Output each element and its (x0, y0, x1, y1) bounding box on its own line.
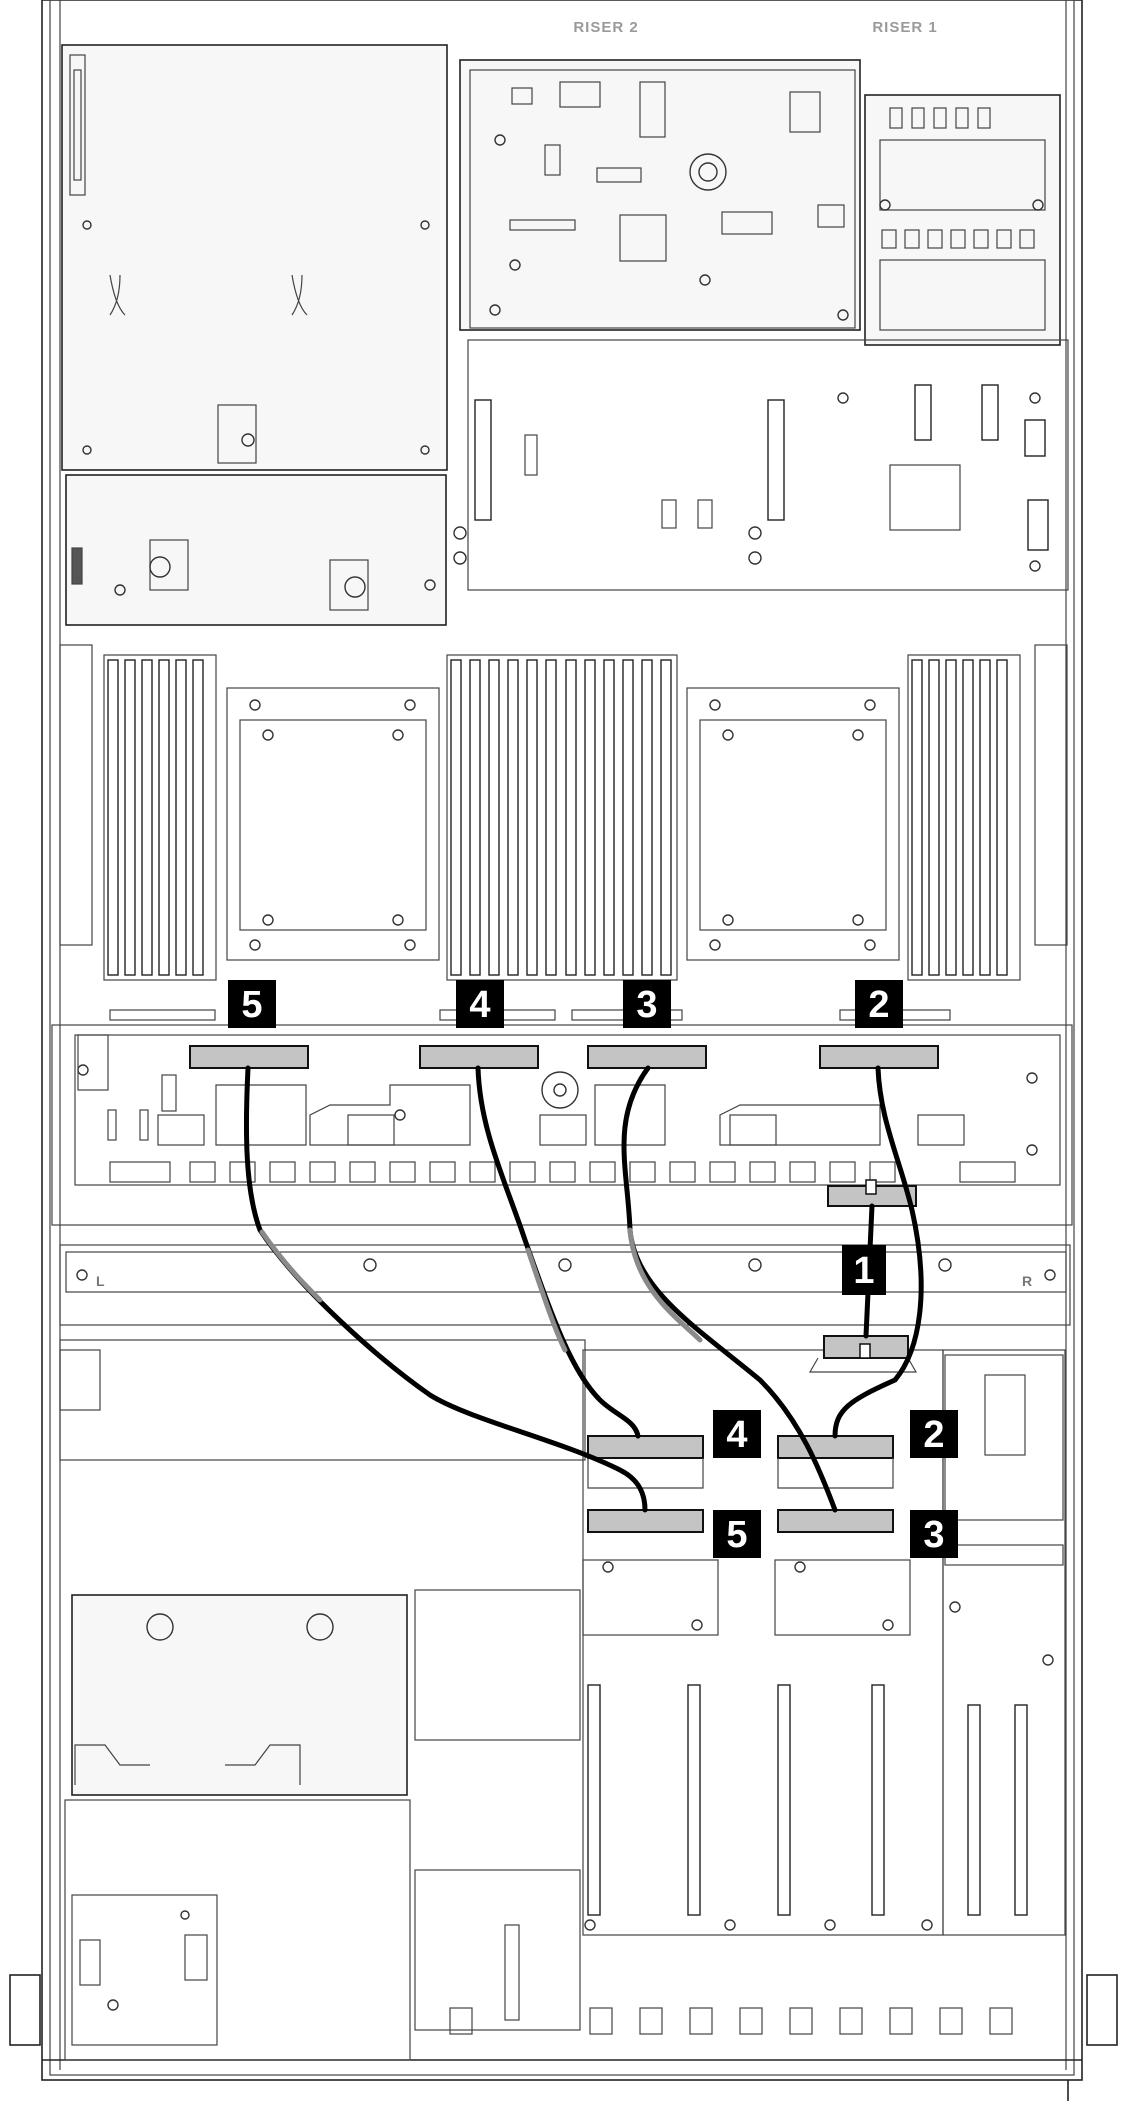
system-board-front-edge (51, 1009, 1073, 1226)
cable-2 (832, 1065, 924, 1439)
riser-2-label: RISER 2 (573, 19, 638, 36)
callout-3-top: 3 (623, 980, 671, 1028)
callout-5-top: 5 (228, 980, 276, 1028)
drive-cage-top-left (61, 44, 448, 626)
mb-connector-4 (419, 1045, 539, 1069)
callout-2-top: 2 (855, 980, 903, 1028)
svg-text:5: 5 (726, 1514, 747, 1556)
left-side-label: L (96, 1273, 105, 1289)
callout-4-top: 4 (456, 980, 504, 1028)
dimm-bank-right (907, 654, 1021, 981)
riser-1-label: RISER 1 (872, 19, 937, 36)
dimm-bank-left (103, 654, 217, 981)
riser-connector-3 (777, 1509, 894, 1533)
cable-5 (243, 1065, 648, 1513)
mb-connector-5 (189, 1045, 309, 1069)
system-board-mid (453, 339, 1069, 591)
svg-text:3: 3 (923, 1514, 944, 1556)
riser-labels: RISER 2 RISER 1 (573, 19, 937, 36)
io-board-top (459, 59, 861, 331)
callout-4-bottom: 4 (713, 1410, 761, 1458)
riser-connector-2 (777, 1435, 894, 1459)
callout-2-bottom: 2 (910, 1410, 958, 1458)
riser-1-cage (864, 94, 1061, 346)
svg-text:4: 4 (469, 984, 490, 1026)
callout-3-bottom: 3 (910, 1510, 958, 1558)
cpu-socket-2 (686, 687, 900, 961)
crossbar: L R (59, 1244, 1071, 1461)
callout-5-bottom: 5 (713, 1510, 761, 1558)
cpu-socket-1 (226, 687, 440, 961)
right-side-label: R (1022, 1273, 1032, 1289)
rear-pcie-cage (582, 1349, 1066, 1936)
psu-bay-bottom-left (64, 1589, 1013, 2061)
riser-connector-4 (587, 1435, 704, 1459)
cable-3 (621, 1065, 838, 1513)
svg-text:3: 3 (636, 984, 657, 1026)
cables (243, 1065, 924, 1513)
side-rails (59, 644, 1068, 946)
callout-1: 1 (842, 1245, 886, 1295)
mb-connector-2 (819, 1045, 939, 1069)
mb-connector-3 (587, 1045, 707, 1069)
svg-text:2: 2 (923, 1414, 944, 1456)
dimm-bank-center (446, 654, 678, 981)
svg-text:1: 1 (853, 1250, 874, 1292)
svg-text:2: 2 (868, 984, 889, 1026)
svg-text:5: 5 (241, 984, 262, 1026)
riser-connector-5 (587, 1509, 704, 1533)
svg-text:4: 4 (726, 1414, 747, 1456)
chassis (9, 0, 1118, 2101)
